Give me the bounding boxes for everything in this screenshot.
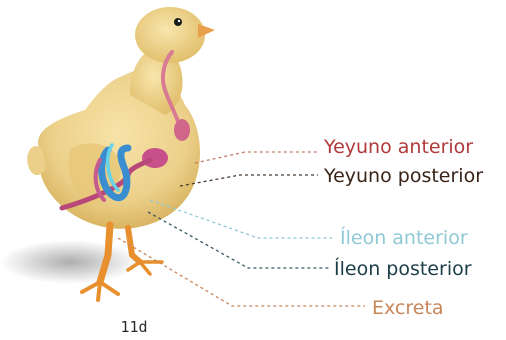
leader-excreta xyxy=(118,238,365,306)
eye-highlight xyxy=(178,20,180,22)
gizzard xyxy=(142,148,168,168)
leader-yeyuno-posterior xyxy=(180,175,318,186)
chick-beak xyxy=(198,24,215,38)
label-ileon-posterior: Íleon posterior xyxy=(334,260,472,279)
leader-ileon-posterior xyxy=(148,212,330,268)
label-yeyuno-posterior: Yeyuno posterior xyxy=(324,167,483,186)
label-excreta: Excreta xyxy=(372,299,444,318)
chick-eye xyxy=(174,18,182,26)
ground-shadow xyxy=(0,240,140,284)
label-ileon-anterior: Íleon anterior xyxy=(340,229,468,248)
leader-yeyuno-anterior xyxy=(195,152,318,163)
crop xyxy=(174,119,190,141)
label-yeyuno-anterior: Yeyuno anterior xyxy=(324,138,473,157)
age-label: 11d xyxy=(104,318,164,336)
